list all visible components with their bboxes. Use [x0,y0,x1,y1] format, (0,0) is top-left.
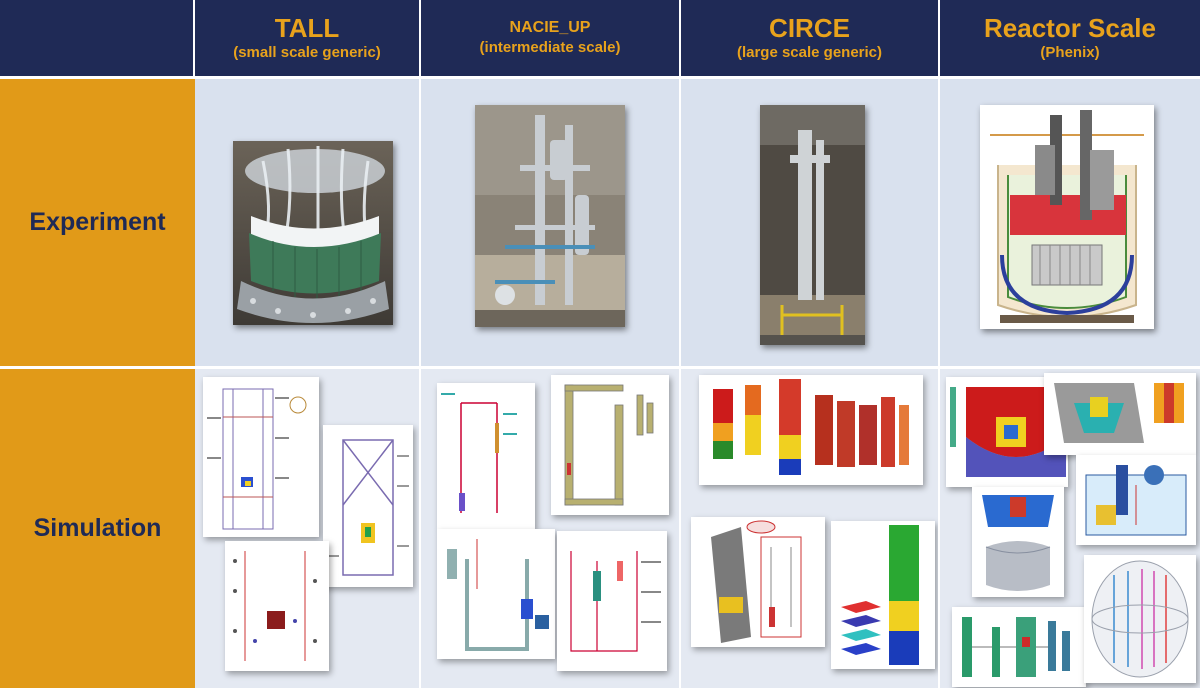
tall-facility-photo [233,141,393,325]
experiment-circe-cell [681,76,940,366]
circe-3d-geometry [691,517,825,647]
circe-temperature-maps [699,375,923,485]
column-title: NACIE_UP [509,19,591,36]
row-label-text: Simulation [33,514,162,542]
column-header-tall: TALL (small scale generic) [195,0,421,76]
circe-facility-photo [760,105,865,345]
tall-relap-nodalization [225,541,329,671]
simulation-circe-cell [681,366,940,688]
reactor-nodalization-diagram [952,607,1086,687]
nacie-up-nodalization-1 [437,383,535,529]
simulation-tall-cell [195,366,421,688]
circe-velocity-contour [831,521,935,669]
column-header-circe: CIRCE (large scale generic) [681,0,940,76]
simulation-nacie-up-cell [421,366,681,688]
header-corner [0,0,195,76]
reactor-3d-model-middle [972,487,1064,597]
column-header-reactor-scale: Reactor Scale (Phenix) [940,0,1200,76]
row-label-simulation: Simulation [0,366,195,688]
column-title: CIRCE [769,13,850,43]
column-subtitle: (intermediate scale) [479,39,621,56]
nacie-up-nodalization-4 [557,531,667,671]
nacie-up-nodalization-3 [437,529,555,659]
experiment-nacie-up-cell [421,76,681,366]
reactor-system-schematic [1076,455,1196,545]
tall-loop-schematic-1 [203,377,319,537]
tall-loop-schematic-2 [323,425,413,587]
nacie-up-nodalization-2 [551,375,669,515]
experiment-reactor-scale-cell [940,76,1200,366]
phenix-reactor-schematic [980,105,1154,329]
column-subtitle: (Phenix) [1040,44,1100,61]
column-subtitle: (small scale generic) [233,44,381,61]
experiment-tall-cell [195,76,421,366]
column-title: TALL [274,13,340,43]
row-label-experiment: Experiment [0,76,195,366]
simulation-reactor-scale-cell [940,366,1200,688]
reactor-3d-model-top [1044,373,1196,455]
column-subtitle: (large scale generic) [736,44,883,61]
nacie-up-facility-photo [475,105,625,327]
column-title: Reactor Scale [984,13,1156,43]
reactor-3d-core-model [1084,555,1196,683]
row-label-text: Experiment [29,208,166,236]
column-header-nacie-up: NACIE_UP (intermediate scale) [421,0,681,76]
